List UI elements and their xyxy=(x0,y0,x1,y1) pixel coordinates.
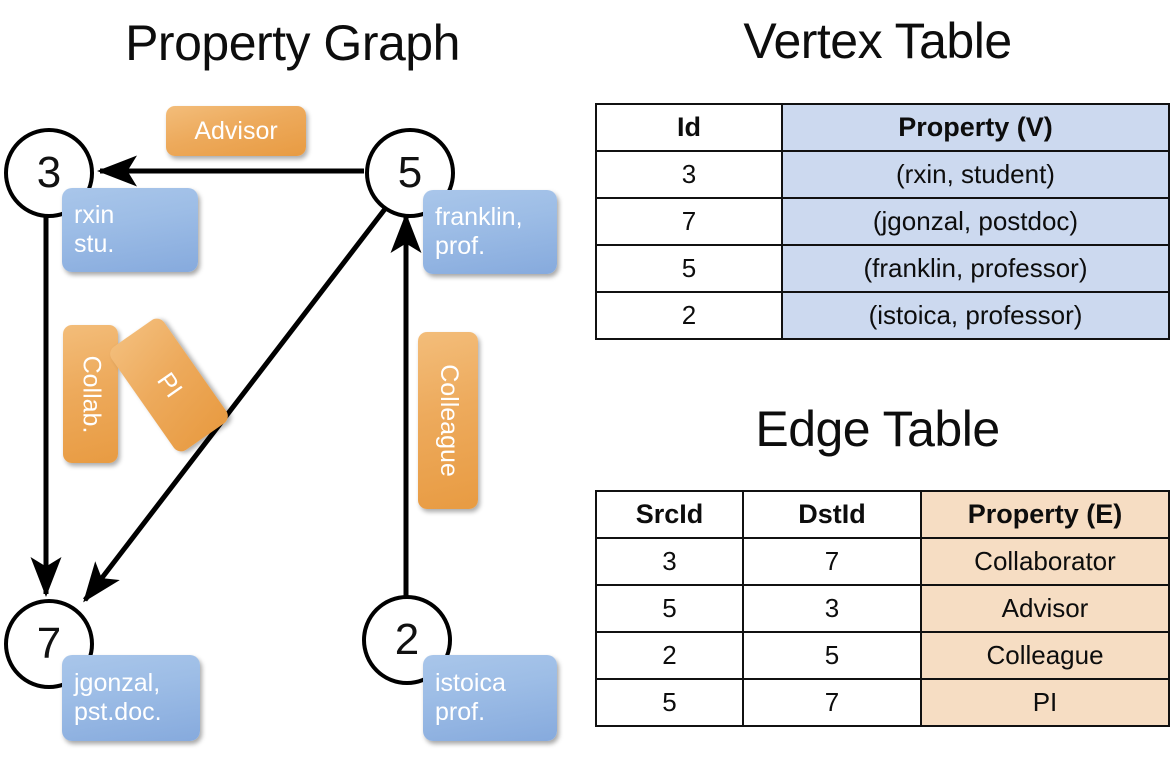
vertex-table-header-row: Id Property (V) xyxy=(595,103,1170,152)
table-row: 7 (jgonzal, postdoc) xyxy=(595,197,1170,246)
edge-dst-cell: 7 xyxy=(742,678,922,727)
edge-src-cell: 5 xyxy=(595,678,744,727)
table-row: 2 (istoica, professor) xyxy=(595,291,1170,340)
node-property-5-line2: prof. xyxy=(435,232,486,260)
edge-property-cell: Colleague xyxy=(920,631,1170,680)
node-property-3-line2: stu. xyxy=(74,230,115,258)
vertex-table-header-property: Property (V) xyxy=(781,103,1170,152)
vertex-id-cell: 5 xyxy=(595,244,783,293)
vertex-table-header-id: Id xyxy=(595,103,783,152)
edge-src-cell: 2 xyxy=(595,631,744,680)
node-property-7-line1: jgonzal, xyxy=(74,668,161,697)
node-property-box-2: istoica prof. xyxy=(423,655,557,741)
table-row: 5 (franklin, professor) xyxy=(595,244,1170,293)
property-graph-diagram: 3 5 7 2 rxin stu. franklin, prof. jgonza… xyxy=(4,106,557,741)
edge-label-advisor-text: Advisor xyxy=(194,116,278,145)
graph-node-5-label: 5 xyxy=(397,148,423,197)
vertex-property-cell: (jgonzal, postdoc) xyxy=(781,197,1170,246)
edge-dst-cell: 7 xyxy=(742,537,922,586)
page-title-edge-table: Edge Table xyxy=(755,401,1000,457)
graph-node-3-label: 3 xyxy=(36,148,62,197)
edge-label-collab-text: Collab. xyxy=(77,355,106,433)
node-property-box-7: jgonzal, pst.doc. xyxy=(62,655,200,741)
edge-property-cell: PI xyxy=(920,678,1170,727)
vertex-id-cell: 2 xyxy=(595,291,783,340)
edge-label-collab: Collab. xyxy=(63,325,118,463)
vertex-property-cell: (istoica, professor) xyxy=(781,291,1170,340)
node-property-box-5: franklin, prof. xyxy=(423,190,557,274)
table-row: 5 7 PI xyxy=(595,678,1170,727)
table-row: 3 7 Collaborator xyxy=(595,537,1170,586)
vertex-id-cell: 3 xyxy=(595,150,783,199)
node-property-5-line1: franklin, xyxy=(435,202,523,231)
node-property-7-line2: pst.doc. xyxy=(74,698,162,726)
edge-table-header-dstid: DstId xyxy=(742,490,922,539)
edge-table-header-property: Property (E) xyxy=(920,490,1170,539)
node-property-2-line2: prof. xyxy=(435,698,486,726)
table-row: 3 (rxin, student) xyxy=(595,150,1170,199)
edge-dst-cell: 5 xyxy=(742,631,922,680)
graph-node-2-label: 2 xyxy=(394,615,420,664)
vertex-table: Id Property (V) 3 (rxin, student) 7 (jgo… xyxy=(595,103,1170,340)
vertex-property-cell: (franklin, professor) xyxy=(781,244,1170,293)
page-title-vertex-table: Vertex Table xyxy=(743,13,1012,69)
table-row: 2 5 Colleague xyxy=(595,631,1170,680)
edge-5-to-7 xyxy=(83,203,390,603)
edge-table: SrcId DstId Property (E) 3 7 Collaborato… xyxy=(595,490,1170,727)
edge-label-pi-text: PI xyxy=(151,367,188,403)
edge-src-cell: 3 xyxy=(595,537,744,586)
node-property-2-line1: istoica xyxy=(435,668,506,697)
node-property-box-3: rxin stu. xyxy=(62,188,198,272)
edge-table-header-srcid: SrcId xyxy=(595,490,744,539)
edge-label-colleague-text: Colleague xyxy=(434,364,463,477)
edge-property-cell: Advisor xyxy=(920,584,1170,633)
page-title-property-graph: Property Graph xyxy=(125,15,460,71)
edge-property-cell: Collaborator xyxy=(920,537,1170,586)
edge-label-colleague: Colleague xyxy=(418,332,478,509)
graph-node-7-label: 7 xyxy=(36,619,62,668)
graph-edges-svg xyxy=(30,155,422,603)
edge-table-header-row: SrcId DstId Property (E) xyxy=(595,490,1170,539)
table-row: 5 3 Advisor xyxy=(595,584,1170,633)
edge-label-advisor: Advisor xyxy=(166,106,306,156)
edge-dst-cell: 3 xyxy=(742,584,922,633)
node-property-3-line1: rxin xyxy=(74,200,115,229)
edge-src-cell: 5 xyxy=(595,584,744,633)
vertex-id-cell: 7 xyxy=(595,197,783,246)
vertex-property-cell: (rxin, student) xyxy=(781,150,1170,199)
graph-node-2[interactable]: 2 xyxy=(362,595,452,685)
